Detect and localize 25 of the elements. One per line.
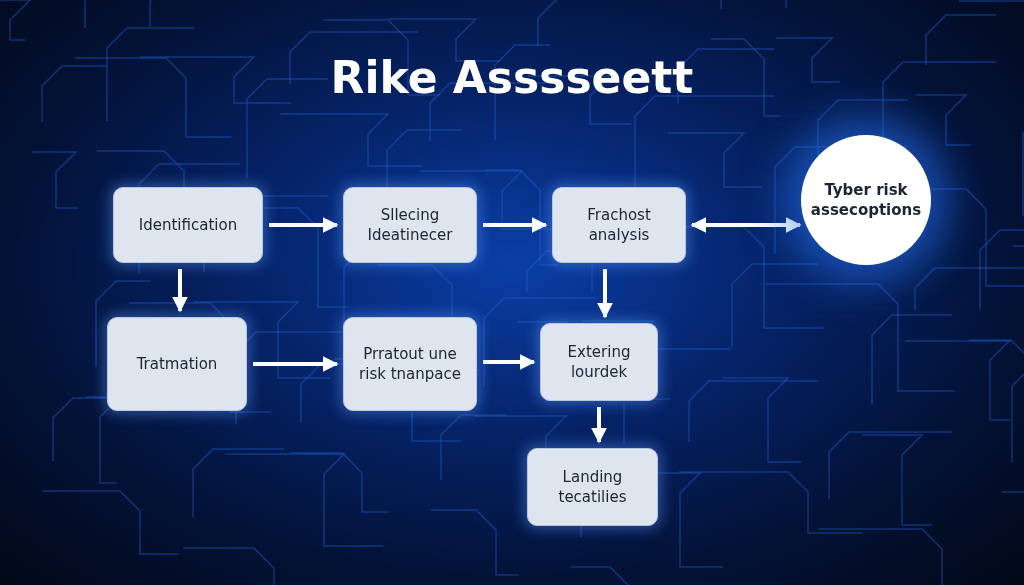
node-text: Extering lourdek — [566, 341, 632, 383]
node-text: Tratmation — [136, 353, 218, 375]
arrow — [483, 217, 548, 233]
arrow — [483, 354, 536, 370]
arrow — [269, 217, 339, 233]
arrow — [172, 269, 188, 313]
process-box — [343, 187, 477, 263]
process-box — [527, 448, 658, 526]
arrow — [597, 269, 613, 319]
process-box — [107, 317, 247, 411]
process-box — [552, 187, 686, 263]
arrow — [690, 217, 802, 233]
node-text: Sllecing Ideatinecer — [366, 204, 454, 246]
circle-node — [801, 135, 931, 265]
node-text: Landing tecatilies — [557, 466, 628, 508]
process-box — [113, 187, 263, 263]
node-text: Prratout une risk tnanpace — [358, 343, 462, 385]
process-box — [343, 317, 477, 411]
process-box — [540, 323, 658, 401]
node-text: Identification — [138, 214, 238, 236]
node-text: Frachost analysis — [586, 204, 652, 246]
diagram-title: Rike Asssseett — [330, 52, 694, 103]
node-text: Tyber risk assecoptions — [809, 179, 923, 221]
arrow — [253, 356, 339, 372]
arrow — [591, 407, 607, 444]
